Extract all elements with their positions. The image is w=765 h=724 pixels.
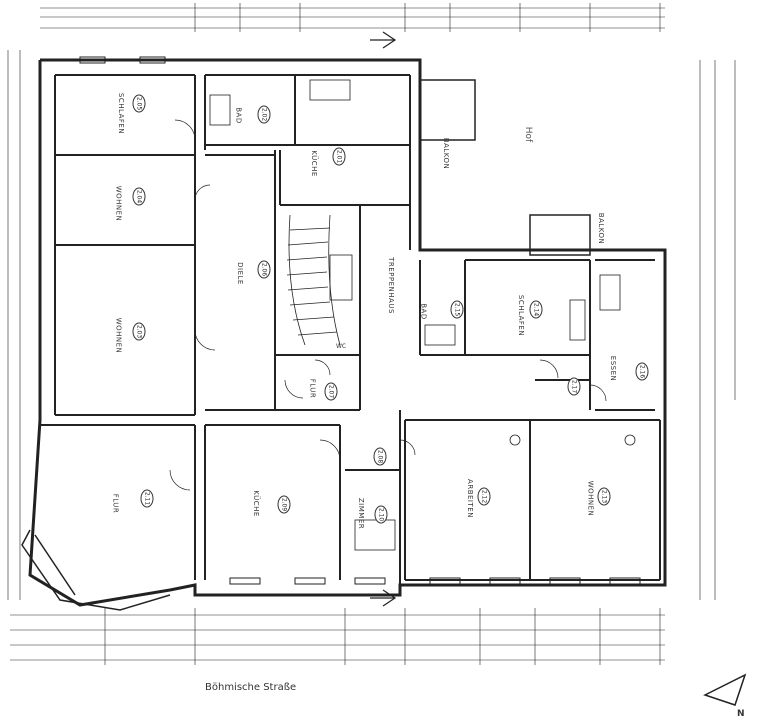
room-number: 2.07 xyxy=(324,382,338,401)
staircase xyxy=(286,214,353,346)
wc-label: WC xyxy=(336,343,347,350)
room-number: 2.12 xyxy=(477,487,491,506)
room-label: DIELE xyxy=(235,262,244,285)
room-label: TREPPENHAUS xyxy=(386,257,395,314)
room-number: 2.11 xyxy=(140,489,154,508)
fixtures xyxy=(209,79,636,551)
room-label: ESSEN xyxy=(609,355,618,382)
room-label: KÜCHE xyxy=(251,490,260,517)
room-number: 2.04 xyxy=(132,187,146,206)
interior-walls xyxy=(40,74,661,585)
room-number: 2.13 xyxy=(597,487,611,506)
room-number: 2.05 xyxy=(132,94,146,113)
bay-window xyxy=(21,529,171,611)
room-number: 2.02 xyxy=(257,105,271,124)
section-markers xyxy=(370,31,397,607)
room-label: KÜCHE xyxy=(309,150,318,177)
north-label: N xyxy=(737,709,745,719)
bottom-dimension-lines xyxy=(10,608,665,665)
room-number: 2.01 xyxy=(332,147,346,166)
door-swings xyxy=(169,119,607,491)
room-label: BAD xyxy=(234,107,243,124)
room-label: SCHLAFEN xyxy=(117,92,126,135)
outer-walls xyxy=(28,58,667,607)
room-label: WOHNEN xyxy=(114,185,123,222)
room-number: 2.06 xyxy=(257,260,271,279)
windows xyxy=(79,56,641,585)
room-label: WOHNEN xyxy=(586,480,595,517)
room-label: ARBEITEN xyxy=(465,479,474,518)
north-arrow-shape xyxy=(703,673,747,706)
room-label: FLUR xyxy=(308,378,317,399)
room-label: ZIMMER xyxy=(357,497,366,530)
room-label: SCHLAFEN xyxy=(517,294,526,337)
courtyard-label: Hof xyxy=(523,126,534,143)
room-label: FLUR xyxy=(111,493,120,514)
room-number: 2.15 xyxy=(450,300,464,319)
street-name: Böhmische Straße xyxy=(205,682,297,693)
room-label: WOHNEN xyxy=(114,317,123,354)
balconies xyxy=(419,79,591,256)
room-number: 2.03 xyxy=(132,322,146,341)
top-dimension-lines xyxy=(40,3,665,32)
room-label: BAD xyxy=(419,303,428,320)
room-number: 2.14 xyxy=(529,300,543,319)
room-number: 2.16 xyxy=(635,362,649,381)
room-number: 2.08 xyxy=(373,447,387,466)
side-dimension-lines xyxy=(7,50,736,600)
room-number: 2.10 xyxy=(374,505,388,524)
balcony-label: BALKON xyxy=(597,212,606,245)
room-number: 2.17 xyxy=(567,377,581,396)
room-number: 2.09 xyxy=(277,495,291,514)
balcony-label: BALKON xyxy=(442,137,451,170)
